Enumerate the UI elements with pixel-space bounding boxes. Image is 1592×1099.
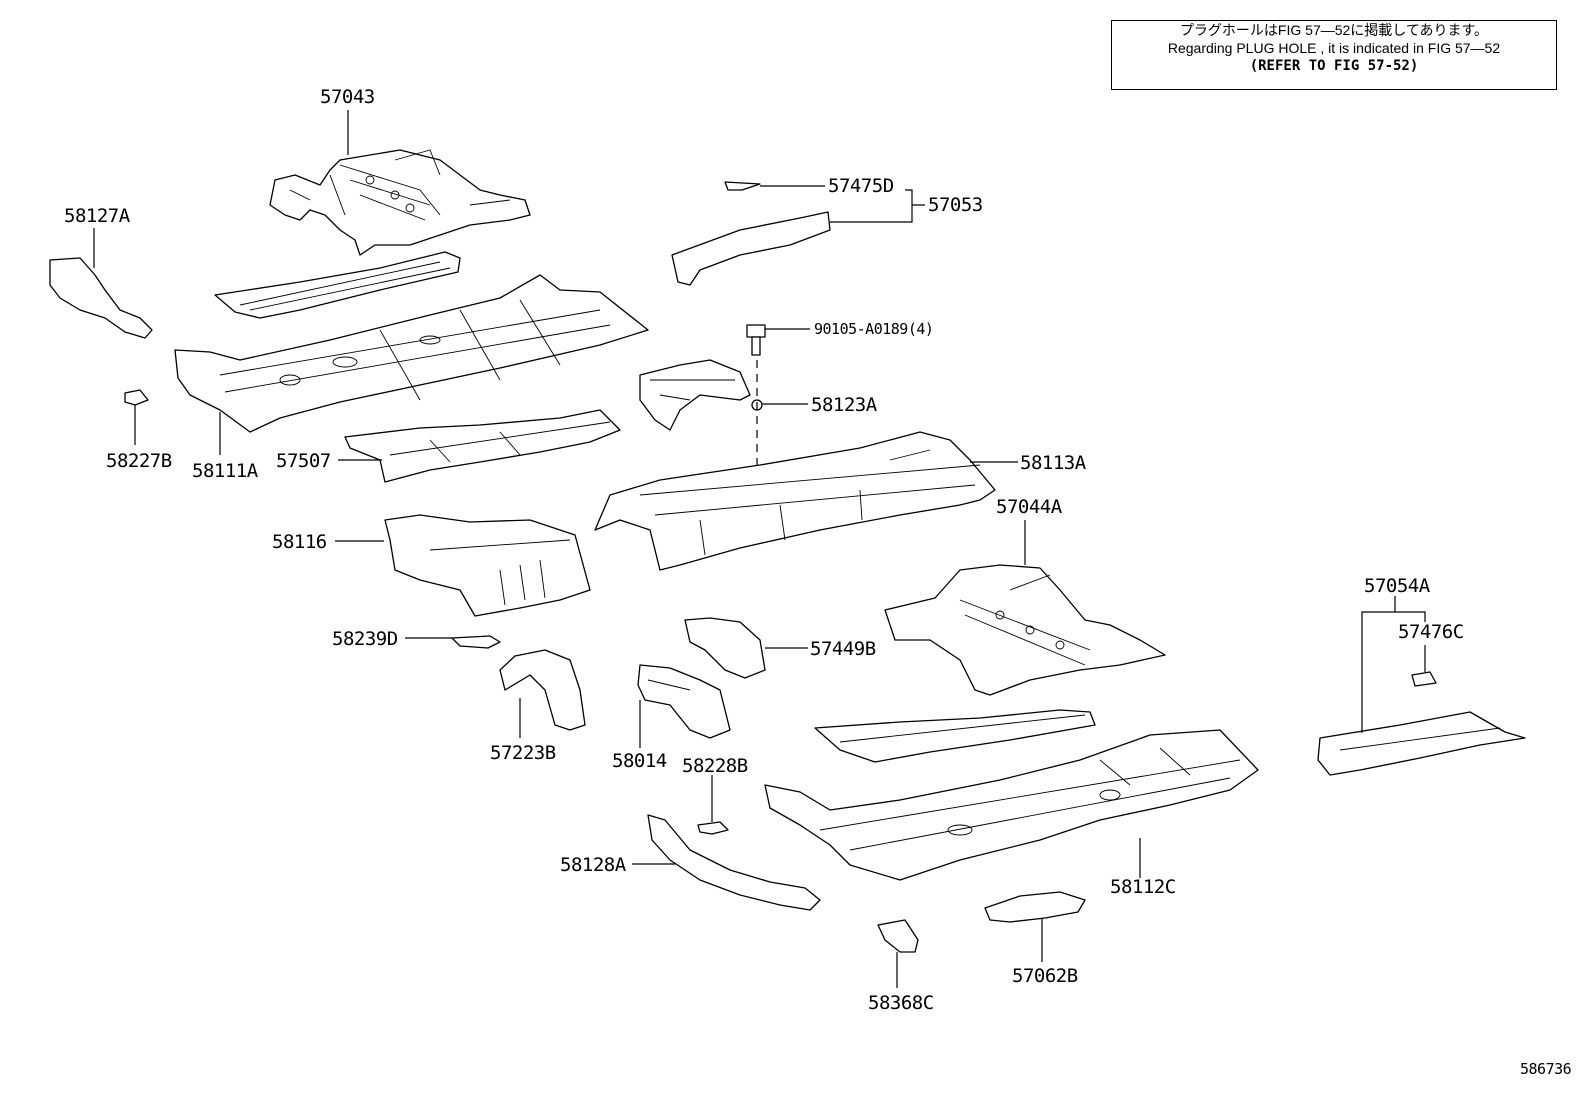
figure-id: 586736 [1520, 1060, 1572, 1078]
callout-57053[interactable]: 57053 [928, 194, 983, 216]
part-57062B-shape [984, 891, 1086, 923]
note-line-jp: プラグホールはFIG 57―52に掲載してあります。 [1179, 22, 1489, 38]
callout-58116[interactable]: 58116 [272, 531, 327, 553]
part-57223B-shape [499, 649, 586, 731]
callout-58113A[interactable]: 58113A [1020, 452, 1086, 474]
callout-57223B[interactable]: 57223B [490, 742, 556, 764]
part-57054A-shape [1317, 671, 1526, 776]
callout-57043[interactable]: 57043 [320, 86, 375, 108]
part-57043-shape [269, 149, 531, 256]
part-58112C-shape [764, 729, 1259, 881]
part-58123A-shape [639, 324, 766, 470]
callout-57449B[interactable]: 57449B [810, 638, 876, 660]
part-57044A-shape [884, 564, 1166, 696]
rocker-rail-right [814, 709, 1096, 763]
part-57449B-shape [684, 617, 766, 679]
callout-58014[interactable]: 58014 [612, 750, 667, 772]
callout-58227B[interactable]: 58227B [106, 450, 172, 472]
callout-58111A[interactable]: 58111A [192, 460, 258, 482]
part-58014-shape [637, 664, 731, 739]
leader-lines [93, 110, 1426, 988]
part-58239D-shape [451, 635, 501, 649]
callout-57054A[interactable]: 57054A [1364, 575, 1430, 597]
callout-58228B[interactable]: 58228B [682, 755, 748, 777]
callout-57507[interactable]: 57507 [276, 450, 331, 472]
part-58113A-shape [594, 431, 996, 571]
callout-58127A[interactable]: 58127A [64, 205, 130, 227]
part-58227B-shape [124, 389, 149, 406]
part-57507-shape [344, 409, 621, 483]
callout-57475D[interactable]: 57475D [828, 175, 894, 197]
part-58116-shape [384, 514, 591, 617]
rocker-rail-left [214, 251, 461, 319]
callout-57044A[interactable]: 57044A [996, 496, 1062, 518]
part-58228B-shape [697, 821, 729, 835]
callout-58368C[interactable]: 58368C [868, 992, 934, 1014]
callout-90105-A0189[interactable]: 90105-A0189(4) [814, 320, 934, 338]
part-58127A-shape [49, 257, 153, 339]
note-line-refer: (REFER TO FIG 57-52) [1249, 58, 1419, 74]
part-57053-shape [671, 181, 831, 286]
callout-58239D[interactable]: 58239D [332, 628, 398, 650]
note-line-en: Regarding PLUG HOLE , it is indicated in… [1167, 40, 1501, 56]
callout-58128A[interactable]: 58128A [560, 854, 626, 876]
part-58128A-shape [647, 814, 821, 911]
callout-57476C[interactable]: 57476C [1398, 621, 1464, 643]
reference-note-box: プラグホールはFIG 57―52に掲載してあります。 Regarding PLU… [1111, 20, 1557, 90]
callout-57062B[interactable]: 57062B [1012, 965, 1078, 987]
part-58111A-shape [174, 274, 649, 433]
callout-58112C[interactable]: 58112C [1110, 876, 1176, 898]
callout-58123A[interactable]: 58123A [811, 394, 877, 416]
part-58368C-shape [877, 919, 919, 953]
